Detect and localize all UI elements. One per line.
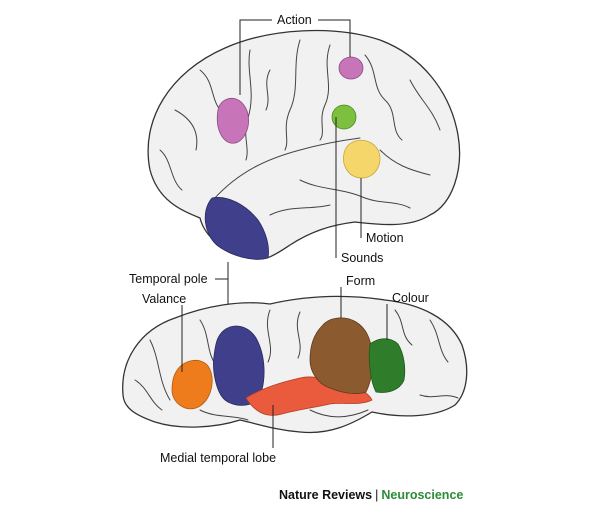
lateral-brain-view: Action Motion Sounds Temporal pole [129, 13, 461, 330]
leader-lines-ventral [181, 287, 388, 448]
label-valance: Valance [142, 292, 186, 306]
sulcus-line [266, 309, 272, 363]
sulcus-line [149, 339, 171, 401]
sulcus-line [319, 44, 331, 141]
label-medial-temporal-lobe: Medial temporal lobe [160, 451, 276, 465]
label-sounds: Sounds [341, 251, 383, 265]
region-action-frontal [216, 97, 249, 144]
sulcus-line [265, 69, 271, 111]
label-motion: Motion [366, 231, 404, 245]
label-action: Action [277, 13, 312, 27]
region-temporal-pole-ventral [213, 325, 265, 406]
sulcus-line [309, 409, 369, 418]
sulcus-line [394, 309, 413, 346]
sulcus-line [174, 109, 198, 151]
lateral-brain-outline [147, 29, 461, 260]
credit-journal: Neuroscience [381, 488, 464, 502]
label-colour: Colour [392, 291, 429, 305]
region-temporal-pole-lateral [204, 197, 269, 260]
region-form [309, 317, 374, 395]
sulcus-line [269, 204, 331, 216]
label-form: Form [346, 274, 375, 288]
sulcus-line [159, 149, 183, 191]
region-valance [171, 359, 213, 410]
sulcus-line [429, 319, 449, 363]
sulcus-line [134, 379, 163, 411]
label-temporal-pole: Temporal pole [129, 272, 208, 286]
credit-separator: | [375, 488, 379, 502]
sulcus-line [299, 179, 411, 209]
region-action-parietal [338, 56, 364, 80]
sulcus-line [199, 409, 249, 421]
sulcus-line [379, 149, 431, 176]
lateral-sulcus [212, 137, 361, 201]
region-motion [343, 139, 381, 179]
sulcus-line [364, 54, 403, 141]
ventral-brain-outline [122, 295, 468, 434]
sulcus-line [296, 311, 301, 359]
region-sounds [331, 104, 357, 130]
journal-credit: Nature Reviews|Neuroscience [279, 488, 463, 502]
sulcus-line [419, 394, 459, 399]
central-sulcus [284, 39, 301, 151]
sulcus-line [409, 79, 441, 131]
credit-publisher: Nature Reviews [279, 488, 373, 502]
region-colour [368, 338, 406, 393]
ventral-brain-view: Form Colour Valance Medial temporal lobe [122, 274, 468, 465]
